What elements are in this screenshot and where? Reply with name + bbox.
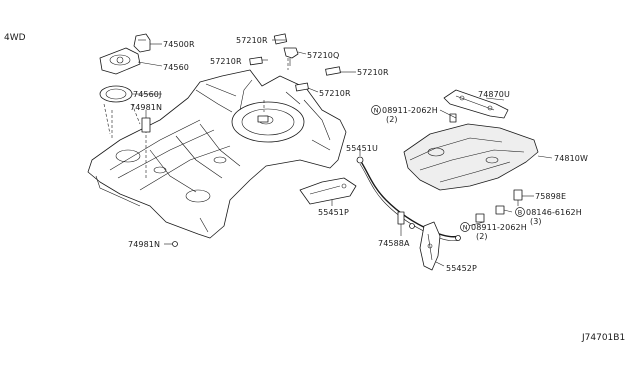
label-57210R-b: 57210R [210, 57, 242, 66]
part-74870U [443, 89, 509, 119]
variant-label: 4WD [4, 33, 26, 43]
part-55452P [419, 221, 441, 271]
label-57210R-c: 57210R [357, 68, 389, 77]
diagram-id: J74701B1 [582, 333, 626, 343]
label-08146: 08146-6162H [526, 208, 582, 217]
label-55451P: 55451P [318, 208, 349, 217]
part-55451P [299, 177, 357, 205]
bolt-08146 [495, 205, 505, 215]
label-74870U: 74870U [478, 90, 510, 99]
part-74560 [99, 47, 141, 75]
label-08911-top: 08911-2062H [382, 106, 438, 115]
label-75898E: 75898E [535, 192, 566, 201]
label-08911-bottom-qty: (2) [476, 232, 488, 241]
label-74810W: 74810W [554, 154, 588, 163]
label-74500R: 74500R [163, 40, 195, 49]
label-08911-bottom: 08911-2062H [471, 223, 527, 232]
part-74810W [403, 123, 539, 191]
label-74560: 74560 [163, 63, 189, 72]
part-57210Q [283, 47, 299, 66]
bolt-08911-bottom [475, 213, 485, 223]
svg-text:B: B [518, 209, 522, 217]
label-74981N-top: 74981N [130, 103, 162, 112]
part-57210R-d [295, 82, 309, 92]
label-08911-top-qty: (2) [386, 115, 398, 124]
symbol-b-mid: B [515, 207, 525, 217]
part-55451U [356, 156, 461, 242]
symbol-n-top: N [371, 105, 381, 115]
label-57210R-d: 57210R [319, 89, 351, 98]
part-57210R-c [325, 66, 341, 76]
label-74560J: 74560J [133, 90, 161, 99]
part-75898E [513, 189, 523, 206]
label-08146-qty: (3) [530, 217, 542, 226]
label-57210Q: 57210Q [307, 51, 339, 60]
label-74981N-bottom: 74981N [128, 240, 160, 249]
part-74981N-bottom [172, 241, 178, 247]
part-74500R [133, 33, 151, 53]
part-57210R-a [273, 33, 288, 45]
label-74588A: 74588A [378, 239, 410, 248]
label-55452P: 55452P [446, 264, 477, 273]
symbol-n-bottom: N [460, 222, 470, 232]
rear-floor-panel [87, 69, 347, 239]
label-57210R-a: 57210R [236, 36, 268, 45]
part-74981N-top [141, 117, 151, 133]
part-57210R-b [249, 56, 263, 66]
part-74588A [397, 211, 405, 232]
svg-text:N: N [463, 224, 468, 232]
label-55451U: 55451U [346, 144, 378, 153]
part-74560J [99, 85, 133, 103]
svg-text:N: N [374, 107, 379, 115]
